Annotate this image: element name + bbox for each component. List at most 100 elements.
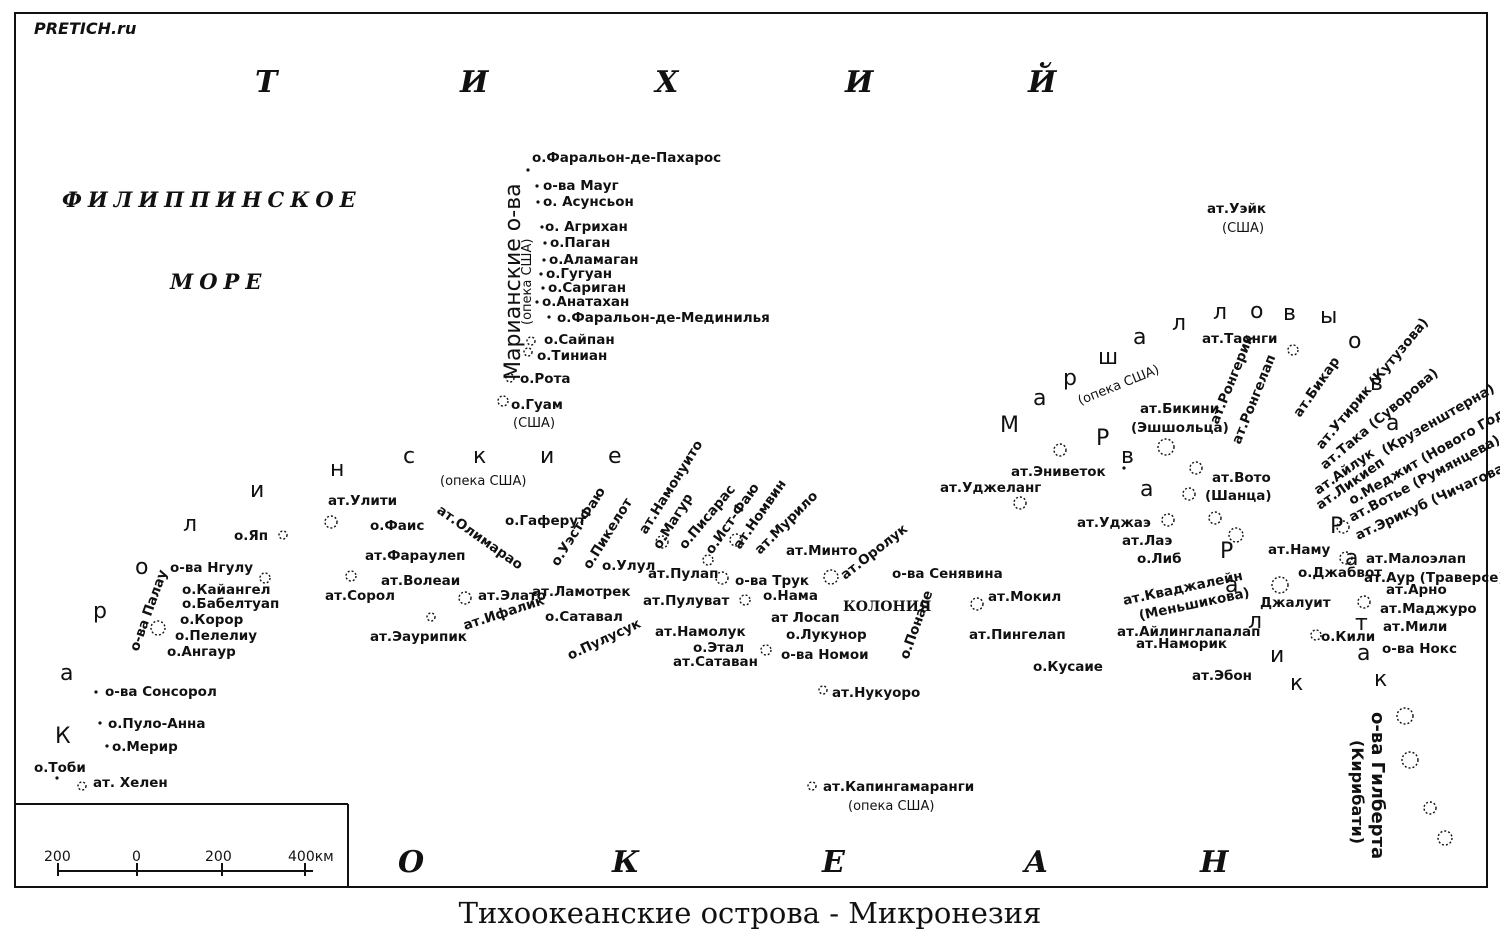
arc-letter: ы [1320, 304, 1337, 329]
island-label: ат.Эаурипик [370, 629, 467, 645]
atoll-ring [1423, 801, 1437, 815]
island-label: о.Сайпан [544, 332, 615, 348]
island-markers [55, 168, 1126, 780]
atoll-ring [1357, 595, 1371, 609]
arc-letter: о [1250, 299, 1263, 324]
island-label: о-ва Сонсорол [105, 684, 217, 700]
group-note: (опека США) [520, 239, 535, 325]
island-label: о-ва Сенявина [892, 566, 1003, 582]
island-label: ат.Вото [1212, 470, 1271, 486]
atoll-ring [729, 533, 743, 547]
ocean-letter: Т [255, 65, 280, 100]
atoll-ring [1336, 520, 1350, 534]
arc-letter: к [1374, 667, 1387, 692]
island-label: ат.Фараулеп [365, 548, 466, 564]
island-dot [540, 225, 544, 229]
arc-letter: к [1290, 671, 1303, 696]
ocean-letter: А [1022, 845, 1048, 880]
atoll-ring [150, 620, 166, 636]
arc-letter: Р [1220, 539, 1233, 564]
atoll-ring [77, 781, 87, 791]
island-label: ат. Хелен [93, 775, 168, 791]
atoll-ring [458, 591, 472, 605]
atoll-ring [1161, 513, 1175, 527]
arc-letter: т [1355, 611, 1368, 636]
atoll-markers [77, 336, 1453, 846]
arc-letter: ш [1098, 345, 1118, 370]
ocean-letter: К [611, 845, 640, 880]
island-label: о.Фаральон-де-Мединилья [557, 310, 770, 326]
atoll-ring [1401, 751, 1419, 769]
island-label: о.Пелелиу [175, 628, 257, 644]
arc-letter: а [1357, 641, 1370, 666]
arc-letter: в [1370, 371, 1383, 396]
arc-letter: н [330, 457, 344, 482]
island-label: ат.Нукуоро [832, 685, 920, 701]
atoll-ring [1182, 487, 1196, 501]
island-label: ат.Капингамаранги [823, 779, 974, 795]
ocean-letter: О [398, 845, 424, 880]
island-label: ат.Уджеланг [940, 480, 1041, 496]
island-label: (Эшшольца) [1131, 420, 1229, 436]
island-dot [94, 690, 98, 694]
island-dot [543, 241, 547, 245]
atoll-ring [1189, 461, 1203, 475]
island-label: ат Лосап [771, 610, 840, 626]
island-label: ат.Наморик [1136, 636, 1227, 652]
island-label: о.Гугуан [546, 266, 612, 282]
atoll-ring [1396, 707, 1414, 725]
atoll-ring [259, 572, 271, 584]
island-label: о. Агрихан [545, 219, 628, 235]
island-label: о-ва Нгулу [170, 560, 253, 576]
island-label: о.Гаферут [505, 513, 586, 529]
island-label: ат.Маджуро [1380, 601, 1477, 617]
atoll-ring [526, 336, 536, 346]
island-label: ат.Волеаи [381, 573, 460, 589]
island-label: о.Сариган [548, 280, 626, 296]
arc-letter: а [1140, 477, 1153, 502]
atoll-ring [523, 347, 533, 357]
island-label: ат.Пулуват [643, 593, 730, 609]
island-label: о-ва Трук [735, 573, 809, 589]
scale-tick-label: 0 [132, 849, 141, 865]
arc-letter: е [608, 444, 622, 469]
arc-letter: о [135, 555, 148, 580]
atoll-ring [1228, 527, 1244, 543]
island-label: о-ва Номои [781, 647, 869, 663]
island-label: ат.Сатаван [673, 654, 758, 670]
island-label: о.Лукунор [786, 627, 867, 643]
atoll-ring [1157, 438, 1175, 456]
island-label: о.Рота [520, 371, 571, 387]
atoll-ring [760, 644, 772, 656]
island-label: о.Паган [550, 235, 610, 251]
island-label: (Шанца) [1205, 488, 1272, 504]
capital-label: КОЛОНИЯ [843, 599, 931, 615]
island-note: (США) [513, 416, 555, 431]
arc-letter: в [1283, 301, 1296, 326]
group-note: (Кирибати) [1348, 740, 1367, 844]
ocean-letter: Й [1027, 62, 1058, 100]
island-label: ат.Лаэ [1122, 533, 1172, 549]
island-label: ат.Сорол [325, 588, 395, 604]
atoll-ring [823, 569, 839, 585]
island-label: о.Корор [180, 612, 244, 628]
island-dot [539, 272, 543, 276]
ocean-letter: И [844, 65, 875, 100]
atoll-ring [1013, 496, 1027, 510]
atoll-ring [655, 535, 669, 549]
arc-letter: и [1270, 643, 1284, 668]
island-note: (опека США) [848, 799, 934, 814]
map-frame [14, 12, 1488, 888]
island-dot [547, 315, 551, 319]
island-label: ат.Ламотрек [532, 584, 631, 600]
atoll-ring [278, 530, 288, 540]
atoll-ring [505, 373, 515, 383]
arc-letter: л [1172, 311, 1186, 336]
arc-letter: р [93, 599, 107, 624]
ocean-letter: И [459, 65, 490, 100]
island-label: ат.Аур (Траверсе) [1364, 570, 1500, 586]
island-label: о.Ангаур [167, 644, 236, 660]
scale-bar: 200 0 200 400км [14, 803, 349, 888]
